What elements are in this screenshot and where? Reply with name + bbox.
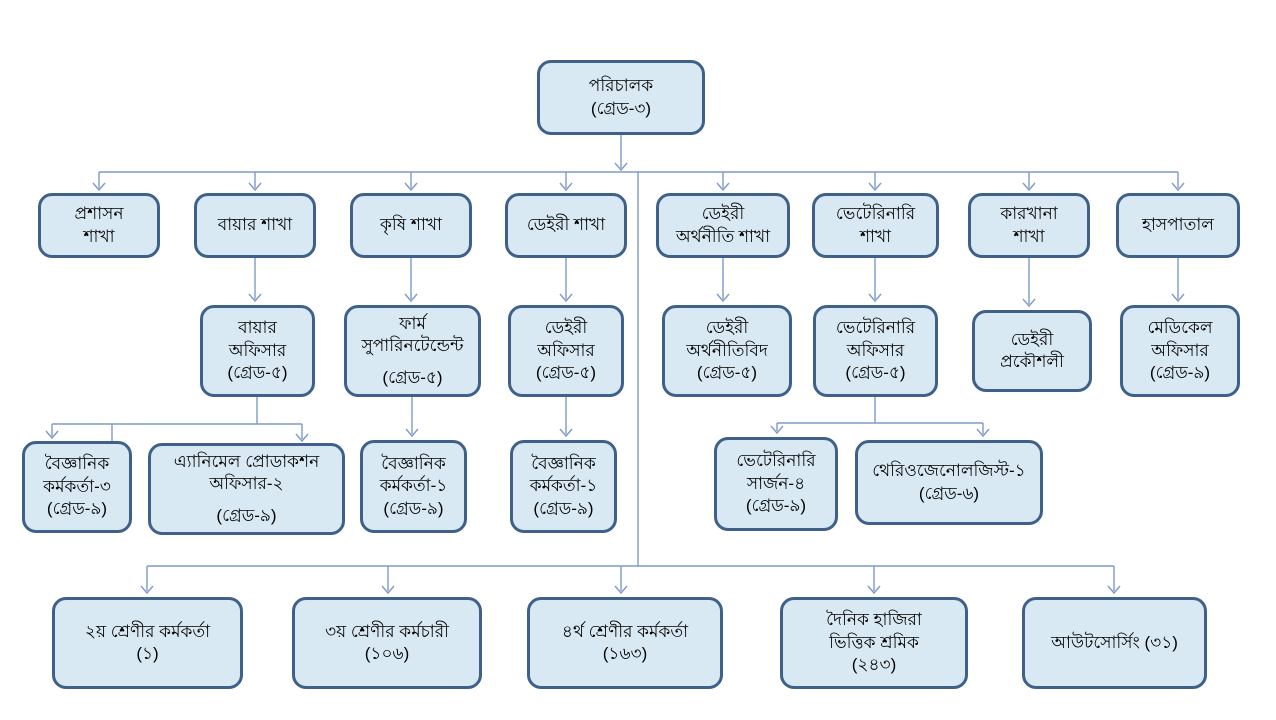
node-grade: (গ্রেড-৯): [533, 498, 594, 518]
node-label: ডেইরী: [1010, 329, 1054, 349]
node-director: পরিচালক (গ্রেড-৩): [537, 60, 705, 135]
connector-branch-drops: [92, 172, 1185, 192]
node-label: ভেটেরিনারি: [835, 318, 916, 338]
node-label: অর্থনীতি শাখা: [675, 226, 771, 246]
node-label: ভেটেরিনারি: [736, 451, 816, 471]
node-label: অফিসার: [846, 340, 905, 360]
node-label: ভিত্তিক শ্রমিক: [829, 632, 919, 652]
node-grade: (গ্রেড-৫): [535, 363, 597, 383]
node-label: আউটসোর্সিং (৩১): [1051, 632, 1178, 652]
node-grade: (গ্রেড-৯): [383, 498, 444, 518]
node-label: কর্মকর্তা-১: [529, 476, 598, 496]
node-agriculture-branch: কৃষি শাখা: [350, 193, 472, 258]
node-admin-branch: প্রশাসন শাখা: [38, 193, 160, 258]
node-count: (২৪৩): [851, 655, 897, 675]
node-dairy-engineer: ডেইরী প্রকৌশলী: [972, 310, 1092, 392]
connector-officer-to-subordinate: [405, 397, 573, 438]
node-hospital: হাসপাতাল: [1116, 193, 1240, 258]
node-label: ৪র্থ শ্রেণীর কর্মকর্তা: [561, 621, 689, 641]
node-label: সুপারিনটেন্ডেন্ট: [361, 336, 464, 356]
node-label: বৈজ্ঞানিক: [381, 453, 446, 473]
node-label: সার্জন-৪: [746, 473, 806, 493]
node-label: দৈনিক হাজিরা: [826, 610, 922, 630]
node-label: ৩য় শ্রেণীর কর্মচারী: [325, 621, 449, 641]
node-farm-superintendent: ফার্ম সুপারিনটেন্ডেন্ট (গ্রেড-৫): [344, 305, 481, 397]
node-grade: (গ্রেড-৫): [227, 363, 288, 383]
node-factory-branch: কারখানা শাখা: [968, 193, 1090, 258]
node-label: এ্যানিমেল প্রোডাকশন: [173, 451, 320, 471]
node-grade: (গ্রেড-৫): [696, 363, 758, 383]
node-label: পরিচালক: [588, 76, 654, 96]
node-outsourcing: আউটসোর্সিং (৩১): [1022, 597, 1207, 689]
node-buyer-officer: বায়ার অফিসার (গ্রেড-৫): [200, 305, 315, 397]
node-label: বায়ার শাখা: [217, 215, 293, 235]
node-class-3-staff: ৩য় শ্রেণীর কর্মচারী (১০৬): [292, 597, 482, 689]
node-daily-wage-workers: দৈনিক হাজিরা ভিত্তিক শ্রমিক (২৪৩): [780, 597, 968, 689]
node-dairy-economist: ডেইরী অর্থনীতিবিদ (গ্রেড-৫): [662, 305, 792, 397]
node-count: (১০৬): [364, 644, 410, 663]
node-scientific-officer-1-farm: বৈজ্ঞানিক কর্মকর্তা-১ (গ্রেড-৯): [360, 440, 467, 533]
node-label: হাসপাতাল: [1142, 215, 1214, 235]
node-label: প্রশাসন: [74, 204, 124, 224]
node-dairy-officer: ডেইরী অফিসার (গ্রেড-৫): [508, 305, 624, 397]
node-class-4-officers: ৪র্থ শ্রেণীর কর্মকর্তা (১৬৩): [527, 597, 723, 689]
node-label: শাখা: [1013, 226, 1045, 246]
node-label: শাখা: [859, 226, 892, 246]
connector-veterinary-officer-split: [770, 397, 990, 438]
node-label: ডেইরী: [701, 204, 745, 224]
node-grade: (গ্রেড-৩): [590, 98, 652, 118]
node-label: অর্থনীতিবিদ: [686, 340, 768, 360]
node-dairy-economics-branch: ডেইরী অর্থনীতি শাখা: [656, 193, 790, 258]
node-label: কর্মকর্তা-৩: [43, 476, 111, 496]
node-scientific-officer-1-dairy: বৈজ্ঞানিক কর্মকর্তা-১ (গ্রেড-৯): [510, 440, 617, 533]
node-label: প্রকৌশলী: [1000, 352, 1064, 371]
node-count: (১৬৩): [602, 644, 648, 663]
node-label: ২য় শ্রেণীর কর্মকর্তা: [84, 621, 211, 641]
connector-central-trunk: [147, 172, 1114, 567]
node-label: মেডিকেল: [1147, 318, 1213, 338]
node-grade: (গ্রেড-৬): [918, 483, 980, 503]
node-label: কারখানা: [1000, 204, 1058, 224]
node-label: অফিসার: [228, 340, 287, 360]
node-theriogenologist-1: থেরিওজেনোলজিস্ট-১ (গ্রেড-৬): [855, 440, 1043, 525]
connector-bottom-drops: [140, 566, 1121, 595]
node-label: শাখা: [83, 226, 115, 246]
node-grade: (গ্রেড-৫): [382, 367, 443, 387]
node-buyer-branch: বায়ার শাখা: [194, 193, 316, 258]
connector-director-to-branch-bus: [99, 134, 1178, 173]
node-grade: (গ্রেড-৯): [745, 496, 807, 516]
node-label: কৃষি শাখা: [380, 215, 442, 235]
node-count: (১): [136, 644, 159, 663]
node-label: কর্মকর্তা-১: [379, 476, 448, 496]
node-label: ভেটেরিনারি: [835, 204, 916, 224]
node-label: ডেইরী: [544, 318, 588, 338]
node-label: ফার্ম: [399, 313, 426, 333]
node-class-2-officers: ২য় শ্রেণীর কর্মকর্তা (১): [52, 597, 243, 689]
node-label: থেরিওজেনোলজিস্ট-১: [872, 461, 1026, 481]
node-label: ডেইরী শাখা: [526, 215, 606, 235]
node-veterinary-officer: ভেটেরিনারি অফিসার (গ্রেড-৫): [813, 305, 938, 397]
node-label: বৈজ্ঞানিক: [531, 453, 596, 473]
node-veterinary-surgeon-4: ভেটেরিনারি সার্জন-৪ (গ্রেড-৯): [714, 437, 838, 531]
node-label: ডেইরী: [705, 318, 749, 338]
node-veterinary-branch: ভেটেরিনারি শাখা: [812, 193, 939, 258]
node-label: বায়ার: [238, 318, 277, 338]
node-label: অফিসার-২: [209, 474, 284, 494]
node-label: বৈজ্ঞানিক: [44, 454, 110, 474]
node-label: অফিসার: [537, 340, 595, 360]
node-dairy-branch: ডেইরী শাখা: [505, 193, 627, 258]
node-grade: (গ্রেড-৯): [1149, 363, 1211, 383]
node-animal-production-officer-2: এ্যানিমেল প্রোডাকশন অফিসার-২ (গ্রেড-৯): [148, 443, 345, 535]
node-label: অফিসার: [1151, 340, 1209, 360]
node-grade: (গ্রেড-৯): [216, 505, 277, 525]
node-scientific-officer-3: বৈজ্ঞানিক কর্মকর্তা-৩ (গ্রেড-৯): [22, 441, 132, 533]
connector-branch-to-officer: [248, 258, 1185, 308]
node-medical-officer: মেডিকেল অফিসার (গ্রেড-৯): [1120, 305, 1240, 397]
node-grade: (গ্রেড-৯): [46, 499, 108, 519]
node-grade: (গ্রেড-৫): [845, 363, 906, 383]
